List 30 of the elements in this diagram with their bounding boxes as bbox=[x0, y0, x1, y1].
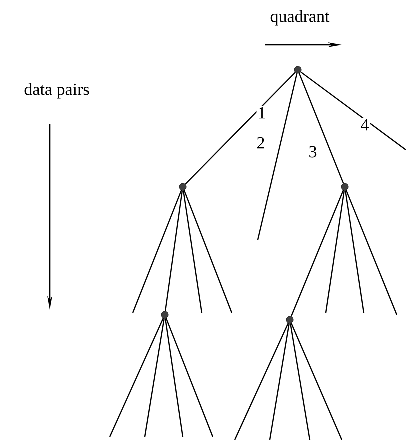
edge-label: 4 bbox=[360, 118, 370, 132]
tree-branch bbox=[109, 318, 164, 438]
tree-branch bbox=[166, 318, 214, 438]
tree-branch bbox=[344, 190, 365, 314]
edge-label: 2 bbox=[256, 136, 266, 150]
tree-branch bbox=[325, 190, 346, 314]
tree-node-dot bbox=[341, 183, 349, 191]
tree-branch bbox=[298, 73, 344, 184]
tree-node-dot bbox=[179, 183, 187, 191]
tree-branch bbox=[257, 73, 298, 240]
tree-branch bbox=[290, 190, 344, 317]
edge-label: 1 bbox=[256, 106, 268, 120]
tree-branch bbox=[184, 190, 233, 314]
axis-label: data pairs bbox=[24, 83, 90, 99]
edge-label: 3 bbox=[308, 145, 318, 159]
tree-branch bbox=[234, 323, 289, 440]
tree-branch bbox=[346, 190, 398, 316]
tree-branch bbox=[182, 190, 203, 314]
tree-branch bbox=[144, 318, 165, 438]
tree-branch bbox=[164, 190, 184, 312]
tree-branch bbox=[132, 190, 182, 314]
tree-branch bbox=[164, 318, 184, 438]
tree-branch bbox=[269, 324, 290, 440]
tree-branch bbox=[290, 324, 311, 440]
tree-node-dot bbox=[286, 316, 294, 324]
axis-label: quadrant bbox=[270, 10, 330, 26]
tree-branch bbox=[185, 72, 296, 185]
tree-node-dot bbox=[161, 311, 169, 319]
tree-branch bbox=[290, 323, 343, 440]
tree-branch bbox=[300, 72, 406, 150]
